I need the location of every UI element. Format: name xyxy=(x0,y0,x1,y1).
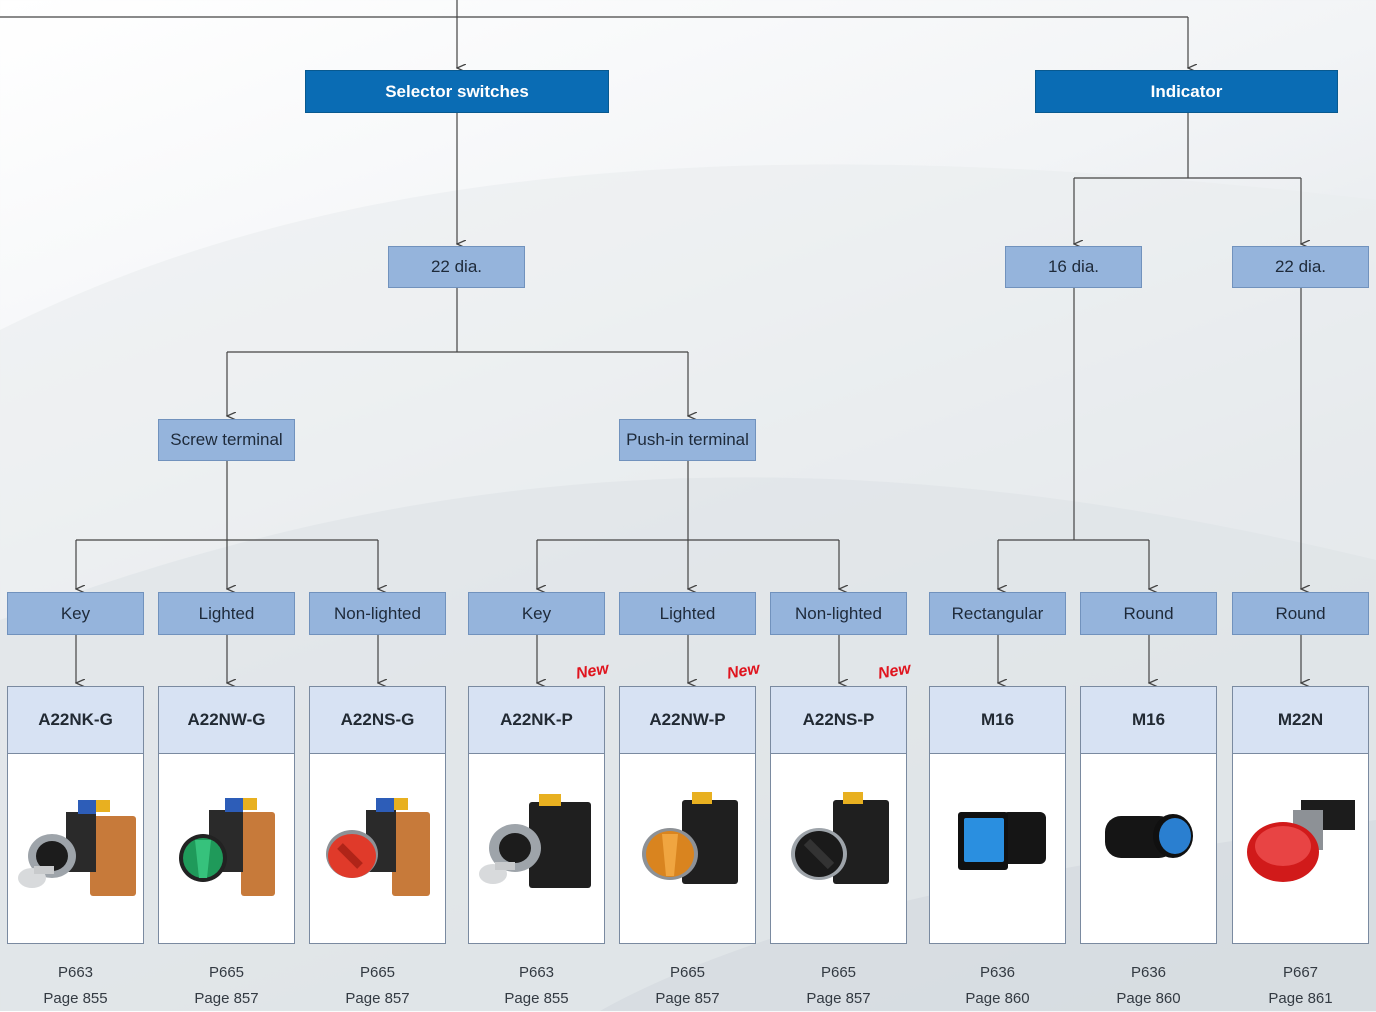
page-ref-a22ns-g: P665 Page 857 xyxy=(309,960,446,1012)
rectangular-indicator-photo xyxy=(930,754,1065,944)
nonlighted-screw-type-box[interactable]: Non-lighted xyxy=(309,592,446,635)
page-number[interactable]: Page 860 xyxy=(1116,990,1181,1007)
page-ref-a22ns-p: P665 Page 857 xyxy=(770,960,907,1012)
page-number[interactable]: Page 857 xyxy=(194,990,259,1007)
round-indicator-16-photo xyxy=(1081,754,1216,944)
push-in-terminal-box[interactable]: Push-in terminal xyxy=(619,419,756,461)
catalog-code: P636 xyxy=(1130,964,1167,981)
catalog-code: P665 xyxy=(669,964,706,981)
indicator-22-dia-box[interactable]: 22 dia. xyxy=(1232,246,1369,288)
page-number[interactable]: Page 861 xyxy=(1268,990,1333,1007)
key-selector-pushin-photo xyxy=(469,754,604,944)
product-card-a22nw-g[interactable]: A22NW-G xyxy=(158,686,295,944)
page-number[interactable]: Page 855 xyxy=(504,990,569,1007)
page-ref-m16-rectangular: P636 Page 860 xyxy=(929,960,1066,1012)
page-number[interactable]: Page 857 xyxy=(655,990,720,1007)
model-name: A22NW-G xyxy=(159,687,294,754)
page-number[interactable]: Page 857 xyxy=(345,990,410,1007)
product-card-a22nw-p[interactable]: A22NW-P xyxy=(619,686,756,944)
lighted-pushin-type-box[interactable]: Lighted xyxy=(619,592,756,635)
key-screw-type-box[interactable]: Key xyxy=(7,592,144,635)
catalog-code: P663 xyxy=(518,964,555,981)
key-pushin-type-box[interactable]: Key xyxy=(468,592,605,635)
lighted-selector-pushin-photo xyxy=(620,754,755,944)
round-16-type-box[interactable]: Round xyxy=(1080,592,1217,635)
model-name: A22NK-G xyxy=(8,687,143,754)
catalog-code: P663 xyxy=(57,964,94,981)
catalog-code: P636 xyxy=(979,964,1016,981)
model-name: A22NW-P xyxy=(620,687,755,754)
indicator-16-dia-box[interactable]: 16 dia. xyxy=(1005,246,1142,288)
round-indicator-22-photo xyxy=(1233,754,1368,944)
model-name: A22NK-P xyxy=(469,687,604,754)
product-card-a22nk-p[interactable]: A22NK-P xyxy=(468,686,605,944)
key-selector-screw-photo xyxy=(8,754,143,944)
nonlighted-selector-screw-photo xyxy=(310,754,445,944)
product-card-a22ns-p[interactable]: A22NS-P xyxy=(770,686,907,944)
page-number[interactable]: Page 860 xyxy=(965,990,1030,1007)
selector-22-dia-box[interactable]: 22 dia. xyxy=(388,246,525,288)
product-card-m22n[interactable]: M22N xyxy=(1232,686,1369,944)
model-name: M16 xyxy=(1081,687,1216,754)
round-22-type-box[interactable]: Round xyxy=(1232,592,1369,635)
screw-terminal-box[interactable]: Screw terminal xyxy=(158,419,295,461)
page-ref-a22nw-g: P665 Page 857 xyxy=(158,960,295,1012)
indicator-category[interactable]: Indicator xyxy=(1035,70,1338,113)
model-name: A22NS-P xyxy=(771,687,906,754)
rectangular-16-type-box[interactable]: Rectangular xyxy=(929,592,1066,635)
page-ref-a22nk-p: P663 Page 855 xyxy=(468,960,605,1012)
catalog-code: P665 xyxy=(359,964,396,981)
nonlighted-selector-pushin-photo xyxy=(771,754,906,944)
product-card-m16-rectangular[interactable]: M16 xyxy=(929,686,1066,944)
model-name: M16 xyxy=(930,687,1065,754)
selector-switches-category[interactable]: Selector switches xyxy=(305,70,609,113)
page-number[interactable]: Page 855 xyxy=(43,990,108,1007)
product-card-a22nk-g[interactable]: A22NK-G xyxy=(7,686,144,944)
page-ref-a22nw-p: P665 Page 857 xyxy=(619,960,756,1012)
nonlighted-pushin-type-box[interactable]: Non-lighted xyxy=(770,592,907,635)
page-ref-m16-round: P636 Page 860 xyxy=(1080,960,1217,1012)
product-card-m16-round[interactable]: M16 xyxy=(1080,686,1217,944)
page-number[interactable]: Page 857 xyxy=(806,990,871,1007)
catalog-code: P665 xyxy=(820,964,857,981)
page-ref-a22nk-g: P663 Page 855 xyxy=(7,960,144,1012)
lighted-selector-screw-photo xyxy=(159,754,294,944)
catalog-code: P665 xyxy=(208,964,245,981)
model-name: M22N xyxy=(1233,687,1368,754)
page-ref-m22n: P667 Page 861 xyxy=(1232,960,1369,1012)
model-name: A22NS-G xyxy=(310,687,445,754)
product-card-a22ns-g[interactable]: A22NS-G xyxy=(309,686,446,944)
catalog-code: P667 xyxy=(1282,964,1319,981)
lighted-screw-type-box[interactable]: Lighted xyxy=(158,592,295,635)
